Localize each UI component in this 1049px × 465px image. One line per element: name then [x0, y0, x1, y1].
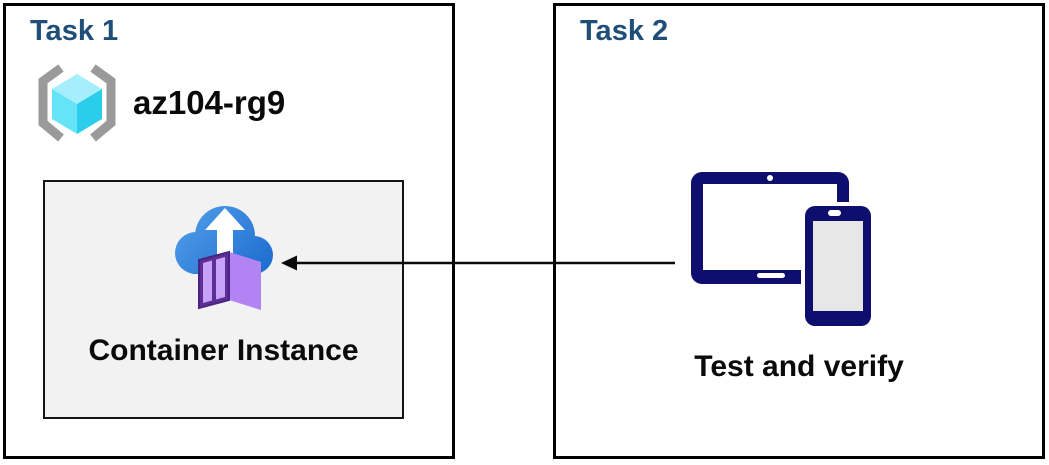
container-instance-label: Container Instance [88, 334, 359, 367]
container-instance-box: Container Instance [43, 180, 404, 419]
test-verify-label: Test and verify [694, 350, 904, 383]
resource-group-icon [38, 64, 116, 142]
resource-group: az104-rg9 [35, 63, 285, 143]
task2-title: Task 2 [580, 15, 669, 47]
task1-title: Task 1 [30, 15, 119, 47]
task1-panel: Task 1 az104-rg9 [3, 3, 455, 459]
resource-group-name: az104-rg9 [133, 84, 286, 121]
container-instance-icon [175, 206, 273, 310]
task2-panel: Task 2 Test and verify [553, 3, 1045, 459]
devices-icon [691, 172, 875, 330]
